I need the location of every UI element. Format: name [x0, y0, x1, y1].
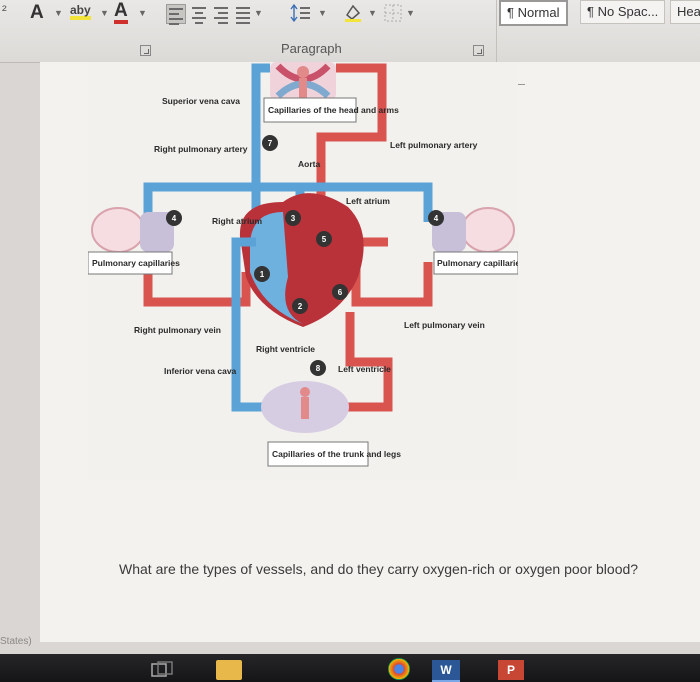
left-pulmonary-vein-vessel	[351, 237, 433, 307]
label-pulmonary-capillaries-left: Pulmonary capillaries	[92, 258, 180, 268]
paragraph-dialog-launcher-icon[interactable]	[473, 45, 484, 56]
svg-text:7: 7	[268, 139, 273, 148]
svg-text:4: 4	[434, 214, 439, 223]
font-color-button[interactable]: A	[114, 1, 128, 24]
label-capillaries-trunk-legs: Capillaries of the trunk and legs	[272, 449, 401, 459]
svg-text:6: 6	[338, 288, 343, 297]
label-inferior-vena-cava: Inferior vena cava	[164, 366, 237, 376]
chrome-icon[interactable]	[388, 658, 410, 680]
person-head-icon	[297, 66, 309, 78]
task-view-icon[interactable]	[148, 660, 178, 680]
ribbon-divider	[496, 0, 497, 62]
left-pulmonary-artery-vessel	[300, 182, 433, 222]
style-no-spacing[interactable]: ¶ No Spac...	[580, 0, 666, 24]
style-heading[interactable]: Hea	[670, 0, 700, 24]
circulatory-system-diagram: 1 2 3 4 4 5 6 7 8 Superior vena cava Cap…	[88, 62, 518, 480]
label-right-atrium: Right atrium	[212, 216, 262, 226]
label-capillaries-head-arms: Capillaries of the head and arms	[268, 105, 399, 115]
label-right-pulmonary-vein: Right pulmonary vein	[134, 325, 221, 335]
align-left-button[interactable]	[166, 4, 186, 25]
right-pulmonary-capillary-bed	[140, 212, 174, 252]
chevron-down-icon[interactable]: ▼	[254, 8, 263, 18]
svg-text:2: 2	[298, 302, 303, 311]
svg-text:1: 1	[260, 270, 265, 279]
left-lung-icon	[461, 207, 515, 253]
chevron-down-icon[interactable]: ▼	[406, 8, 415, 18]
align-right-button[interactable]	[212, 4, 230, 24]
chevron-down-icon[interactable]: ▼	[138, 8, 147, 18]
powerpoint-icon[interactable]: P	[498, 660, 524, 680]
label-superior-vena-cava: Superior vena cava	[162, 96, 240, 106]
taskbar: W P	[0, 654, 700, 682]
word-icon[interactable]: W	[432, 660, 460, 682]
svg-text:4: 4	[172, 214, 177, 223]
svg-text:3: 3	[291, 214, 296, 223]
person-body-icon	[300, 387, 310, 397]
chevron-down-icon[interactable]: ▼	[318, 8, 327, 18]
svg-text:8: 8	[316, 364, 321, 373]
justify-button[interactable]	[234, 4, 252, 24]
font-dialog-launcher-icon[interactable]	[140, 45, 151, 56]
paragraph-group-label: Paragraph	[281, 41, 342, 56]
style-normal[interactable]: ¶ Normal	[499, 0, 568, 26]
ribbon-toolbar: ² A ▼ aby ▼ A ▼ ▼ ▼ ▼ ▼ Paragraph ¶ Norm…	[0, 0, 700, 63]
descending-aorta-vessel	[333, 312, 393, 412]
chevron-down-icon[interactable]: ▼	[100, 8, 109, 18]
line-spacing-icon[interactable]	[290, 3, 312, 23]
aorta-vessel	[316, 63, 387, 212]
chevron-down-icon[interactable]: ▼	[368, 8, 377, 18]
label-aorta: Aorta	[298, 159, 320, 169]
chevron-down-icon[interactable]: ▼	[54, 8, 63, 18]
svg-text:5: 5	[322, 235, 327, 244]
align-center-button[interactable]	[190, 4, 208, 24]
status-bar-text: States)	[0, 636, 32, 647]
inferior-vena-cava-vessel	[231, 237, 276, 412]
label-right-pulmonary-artery: Right pulmonary artery	[154, 144, 248, 154]
label-left-pulmonary-artery: Left pulmonary artery	[390, 140, 478, 150]
file-explorer-icon[interactable]	[216, 660, 242, 680]
step-markers: 1 2 3 4 4 5 6 7 8	[166, 135, 444, 376]
text-effects-button[interactable]: A	[30, 2, 44, 23]
label-left-ventricle: Left ventricle	[338, 364, 391, 374]
right-pulmonary-vein-vessel	[143, 262, 251, 307]
shading-icon[interactable]	[342, 3, 364, 23]
label-left-pulmonary-vein: Left pulmonary vein	[404, 320, 485, 330]
borders-icon[interactable]	[384, 4, 402, 22]
label-pulmonary-capillaries-right: Pulmonary capillaries	[437, 258, 518, 268]
label-left-atrium: Left atrium	[346, 196, 390, 206]
highlight-color-button[interactable]: aby	[70, 4, 91, 20]
label-right-ventricle: Right ventricle	[256, 344, 315, 354]
superscript-button[interactable]: ²	[2, 2, 7, 18]
right-lung-icon	[91, 207, 145, 253]
question-text[interactable]: What are the types of vessels, and do th…	[119, 561, 639, 577]
